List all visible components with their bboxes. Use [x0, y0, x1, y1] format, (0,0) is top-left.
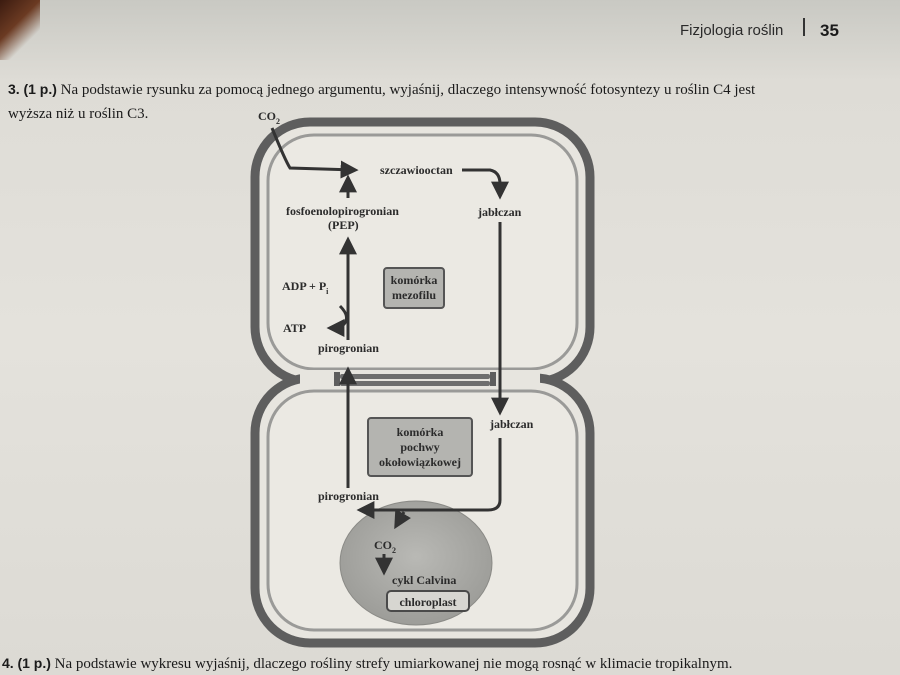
- pep-abbrev-label: (PEP): [328, 218, 359, 232]
- header-section-title: Fizjologia roślin: [680, 22, 784, 39]
- mesophyll-cell-label-box: komórka mezofilu: [383, 267, 445, 309]
- question-3-text-line2: wyższa niż u roślin C3.: [8, 106, 149, 122]
- question-3: 3. (1 p.) Na podstawie rysunku za pomocą…: [8, 77, 868, 126]
- mesophyll-label-line2: mezofilu: [392, 288, 436, 302]
- flow-arrows: [270, 127, 509, 576]
- page-corner-shadow: [0, 0, 40, 60]
- adp-pi-label: ADP + Pi: [282, 279, 329, 296]
- bundle-sheath-label-box: komórka pochwy okołowiązkowej: [367, 417, 473, 477]
- mesophyll-cell: [250, 117, 595, 387]
- question-4-number: 4.: [2, 655, 14, 671]
- co2-entry-arrow: [270, 127, 359, 179]
- malate-to-pyruvate-arrow: [356, 438, 502, 519]
- bundle-sheath-label-line2: pochwy: [400, 440, 439, 454]
- question-3-points: (1 p.): [23, 81, 57, 97]
- pep-label: fosfoenolopirogronian: [286, 204, 399, 218]
- page-number: 35: [820, 21, 839, 40]
- question-4-text: Na podstawie wykresu wyjaśnij, dlaczego …: [54, 656, 733, 672]
- malate-bottom-label: jabłczan: [489, 417, 534, 431]
- calvin-cycle-label: cykl Calvina: [392, 573, 456, 587]
- plasmodesma: [300, 370, 540, 386]
- bundle-sheath-label-line1: komórka: [397, 425, 444, 439]
- pyruvate-bottom-label: pirogronian: [318, 489, 379, 503]
- question-4: 4. (1 p.) Na podstawie wykresu wyjaśnij,…: [2, 655, 892, 673]
- header-divider: [803, 18, 805, 36]
- oaa-to-malate-arrow: [462, 168, 509, 200]
- co2-top-label: CO2: [258, 109, 280, 126]
- malate-top-label: jabłczan: [477, 205, 522, 219]
- chloroplast-label: chloroplast: [399, 595, 456, 609]
- chloroplast-label-box: chloroplast: [386, 590, 470, 612]
- mesophyll-label-line1: komórka: [391, 273, 438, 287]
- pyruvate-top-label: pirogronian: [318, 341, 379, 355]
- question-3-number: 3.: [8, 81, 20, 97]
- atp-label: ATP: [283, 321, 306, 335]
- atp-adp-arrow: [326, 304, 348, 337]
- co2-release-arrow: [394, 509, 411, 530]
- oxaloacetate-label: szczawiooctan: [380, 163, 453, 177]
- bundle-sheath-label-line3: okołowiązkowej: [379, 455, 461, 469]
- question-4-points: (1 p.): [17, 655, 51, 671]
- co2-chloroplast-label: CO2: [374, 538, 396, 555]
- question-3-text-line1: Na podstawie rysunku za pomocą jednego a…: [60, 82, 756, 98]
